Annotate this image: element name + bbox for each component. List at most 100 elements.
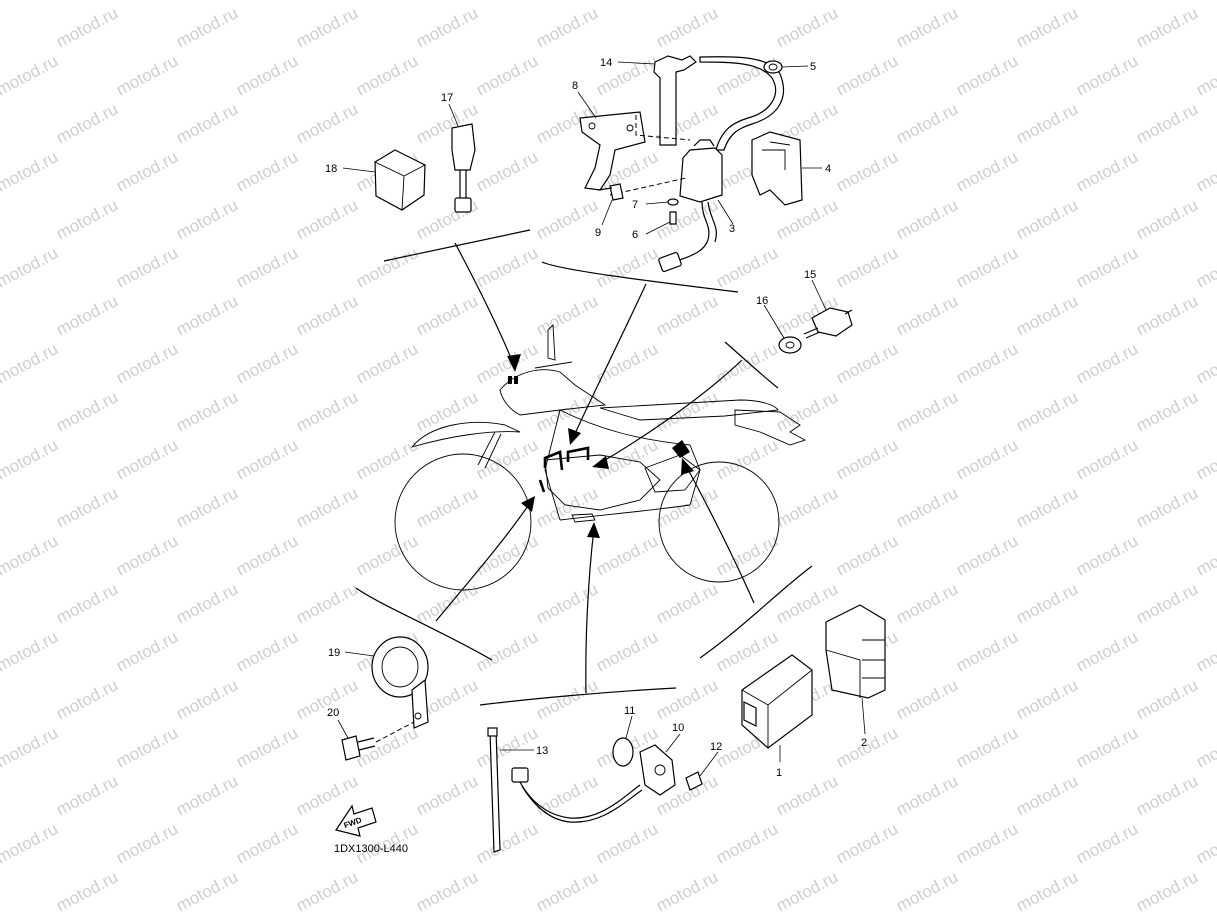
coil-location-mark [543,446,590,471]
watermark-text: motod.ru [1133,771,1201,819]
leader-3 [717,199,734,225]
watermark-text: motod.ru [233,723,301,771]
watermark-text: motod.ru [53,675,121,723]
watermark-text: motod.ru [893,387,961,435]
watermark-text: motod.ru [0,51,61,99]
callout-15: 15 [804,269,816,281]
watermark-text: motod.ru [233,51,301,99]
rectifier [825,604,886,699]
watermark-text: motod.ru [233,627,301,675]
watermark-text: motod.ru [293,579,361,627]
callout-16: 16 [756,295,768,307]
watermark-text: motod.ru [773,387,841,435]
watermark-text: motod.ru [1013,3,1081,51]
watermark-text: motod.ru [113,531,181,579]
watermark-text: motod.ru [653,3,721,51]
watermark-text: motod.ru [773,867,841,913]
watermark-text: motod.ru [773,483,841,531]
callout-14: 14 [600,57,612,69]
coil-terminal [693,139,715,147]
arrow-head-horn [521,496,535,512]
arrow-to-coil [571,283,647,441]
watermark-text: motod.ru [1013,291,1081,339]
watermark-text: motod.ru [113,243,181,291]
horn-inner [381,646,419,688]
watermark-text: motod.ru [713,819,781,867]
watermark-text: motod.ru [473,147,541,195]
bracket-bottom-right [699,565,813,659]
watermark-text: motod.ru [413,771,481,819]
sensor-connector [511,767,529,783]
callout-leaders [337,61,866,777]
horn-location-mark [538,479,546,493]
bracket-hole-2 [588,122,596,130]
watermark-text: motod.ru [0,387,1,435]
rear-wheel [658,461,780,583]
watermark-text: motod.ru [413,483,481,531]
watermark-text: motod.ru [173,99,241,147]
tank-mark-1 [508,376,512,384]
watermark-text: motod.ru [653,483,721,531]
watermark-text: motod.ru [473,723,541,771]
bolt [609,183,624,201]
watermark-text: motod.ru [0,435,61,483]
watermark-text: motod.ru [353,243,421,291]
coil-connector [658,251,682,273]
watermark-text: motod.ru [0,147,61,195]
leader-12 [699,751,719,777]
watermark-text: motod.ru [1013,579,1081,627]
watermark-text: motod.ru [173,387,241,435]
frame-lines [544,409,701,521]
leader-7 [645,201,669,205]
switch-thread [803,327,821,339]
watermark-text: motod.ru [533,3,601,51]
cable-tie-head [487,727,498,737]
alignment-dash [635,115,691,141]
watermark-text: motod.ru [0,579,1,627]
watermark-text: motod.ru [953,243,1021,291]
watermark-text: motod.ru [533,291,601,339]
screw [669,211,677,225]
watermark-text: motod.ru [0,867,1,913]
watermark-text: motod.ru [953,51,1021,99]
coil-wire [679,201,717,261]
front-fender [410,421,521,448]
cable-tie [487,727,501,853]
bracket-top-mid [541,261,739,293]
watermark-text: motod.ru [173,291,241,339]
watermark-text: motod.ru [533,579,601,627]
rectifier-fins [825,639,885,698]
watermark-text: motod.ru [833,51,901,99]
callout-numbers: 1 2 3 4 5 6 7 8 9 10 11 12 13 14 15 16 1… [325,57,867,779]
watermark-text: motod.ru [953,339,1021,387]
watermark-text: motod.ru [533,195,601,243]
watermark-text: motod.ru [473,819,541,867]
watermark-text: motod.ru [893,675,961,723]
watermark-text: motod.ru [413,291,481,339]
watermark-text: motod.ru [473,627,541,675]
leader-11 [625,715,633,739]
bolt-shank [597,187,613,191]
watermark-text: motod.ru [593,531,661,579]
watermark-text: motod.ru [1133,3,1201,51]
watermark-text: motod.ru [233,0,301,4]
watermark-text: motod.ru [0,723,61,771]
watermark-text: motod.ru [233,819,301,867]
watermark-text: motod.ru [233,147,301,195]
leader-9 [601,199,613,226]
gasket-inner [785,341,795,349]
watermark-text: motod.ru [0,0,61,4]
neutral-switch [778,307,853,354]
watermark-text: motod.ru [773,771,841,819]
watermark-text: motod.ru [173,483,241,531]
callout-17: 17 [441,92,453,104]
watermark-text: motod.ru [593,0,661,4]
watermark-text: motod.ru [593,627,661,675]
fwd-arrow-shape [335,804,377,837]
watermark-text: motod.ru [1193,723,1217,771]
watermark-text: motod.ru [1013,771,1081,819]
watermark-text: motod.ru [473,339,541,387]
watermark-text: motod.ru [353,0,421,4]
watermark-text: motod.ru [353,51,421,99]
watermark-text: motod.ru [0,3,1,51]
